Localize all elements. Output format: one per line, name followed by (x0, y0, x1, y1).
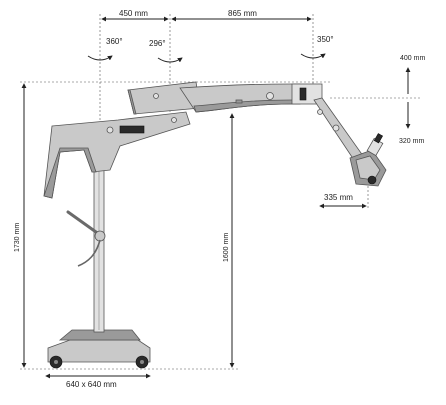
dim-tilt: 400 mm 320 mm (399, 55, 425, 145)
arm-joint (291, 83, 323, 105)
dim-top-right-label: 865 mm (228, 9, 257, 18)
eyepiece-cap (373, 133, 384, 144)
swing-arm-screw (317, 109, 323, 115)
lower-arm-knob (106, 126, 114, 134)
joint-detail (299, 87, 307, 101)
upper-arm-detail (235, 99, 243, 104)
dim-base: 640 x 640 mm (45, 373, 151, 389)
dim-scope-reach: 335 mm (319, 193, 367, 209)
cable (77, 239, 101, 267)
base-size-label: 640 x 640 mm (66, 380, 117, 389)
rotation-base-label: 360° (106, 37, 123, 46)
counterweight-screw (153, 93, 159, 99)
rotation-right: 350° (300, 35, 334, 59)
lower-arm-screw (171, 117, 177, 123)
dim-top-right: 865 mm (171, 9, 312, 22)
arm-height-label: 1600 mm (223, 233, 230, 262)
rotation-base: 360° (87, 37, 123, 61)
lower-arm-shadow (43, 147, 97, 199)
swing-arm-knob (332, 124, 340, 132)
dim-total-height: 1730 mm (14, 83, 27, 368)
total-height-label: 1730 mm (14, 223, 21, 252)
lower-arm-housing (43, 111, 191, 199)
objective-lens (367, 175, 377, 185)
scope-reach-label: 335 mm (324, 193, 353, 202)
control-panel (119, 125, 145, 134)
counterweight-edge (127, 89, 137, 115)
tilt-down-label: 320 mm (399, 138, 424, 145)
rotation-mid: 296° (149, 39, 183, 63)
stand-handle (66, 210, 98, 234)
microscope-stand (43, 81, 387, 369)
tilt-up-label: 400 mm (400, 55, 425, 62)
dim-top-left-label: 450 mm (119, 9, 148, 18)
column-knob (94, 230, 106, 242)
stand-base-top (58, 329, 141, 341)
stand-base (47, 339, 151, 363)
upper-arm-knob (266, 92, 274, 100)
rotation-mid-label: 296° (149, 39, 166, 48)
reference-lines (20, 14, 420, 370)
rotation-right-label: 350° (317, 35, 334, 44)
dim-top-left: 450 mm (101, 9, 169, 22)
microscope-head-face (355, 155, 381, 181)
dim-arm-height: 1600 mm (223, 113, 235, 368)
